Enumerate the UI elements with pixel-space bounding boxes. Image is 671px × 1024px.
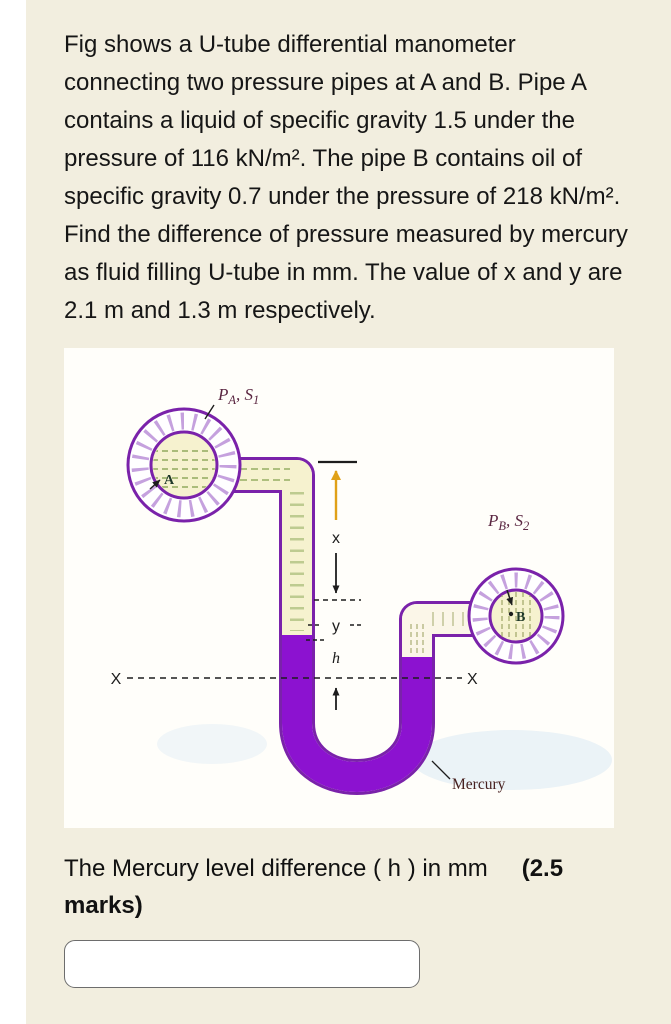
dim-x-label: x [332, 530, 340, 547]
pipe-a-hatching [131, 412, 237, 518]
left-margin-strip [0, 0, 26, 1024]
answer-prompt: The Mercury level difference ( h ) in mm… [64, 850, 634, 924]
question-text: Fig shows a U-tube differential manomete… [64, 31, 628, 324]
mercury-label: Mercury [452, 776, 506, 793]
answer-input[interactable] [64, 940, 420, 988]
pipe-b: B [467, 567, 565, 665]
pipe-a-pressure-label-group: PA, S1 [204, 385, 259, 420]
dimension-annotations: x y h X X [111, 460, 478, 710]
pipe-b-pressure-label-group: PB, S2 [487, 511, 529, 533]
marks-label: (2.5 marks) [64, 855, 564, 919]
datum-x-left-label: X [111, 671, 122, 688]
liquid-a-column [224, 460, 312, 635]
pipe-b-pointer-arrow [506, 589, 513, 606]
mercury-callout: Mercury [431, 760, 506, 793]
pipe-a-pressure-label: PA, S1 [217, 385, 259, 407]
manometer-diagram: A B PA, S1 [111, 385, 612, 795]
pipe-b-label: B [516, 610, 525, 625]
pipe-b-center-dot [508, 611, 514, 617]
watermark-blobs [157, 724, 612, 790]
question-page: Fig shows a U-tube differential manomete… [64, 0, 654, 988]
mercury-column [282, 635, 432, 792]
manometer-figure-panel: A B PA, S1 [64, 348, 614, 828]
datum-x-right-label: X [467, 671, 478, 688]
pipe-b-hatching [472, 572, 560, 660]
pipe-a: A [126, 407, 242, 523]
dim-y-label: y [332, 618, 340, 635]
dim-h-label: h [332, 650, 340, 667]
answer-prompt-text: The Mercury level difference ( h ) in mm [64, 855, 488, 882]
pipe-a-liquid-hatch [153, 450, 215, 488]
pipe-a-label: A [164, 473, 175, 488]
pipe-a-pointer-arrow [149, 479, 161, 490]
pipe-b-pressure-label: PB, S2 [487, 511, 529, 533]
